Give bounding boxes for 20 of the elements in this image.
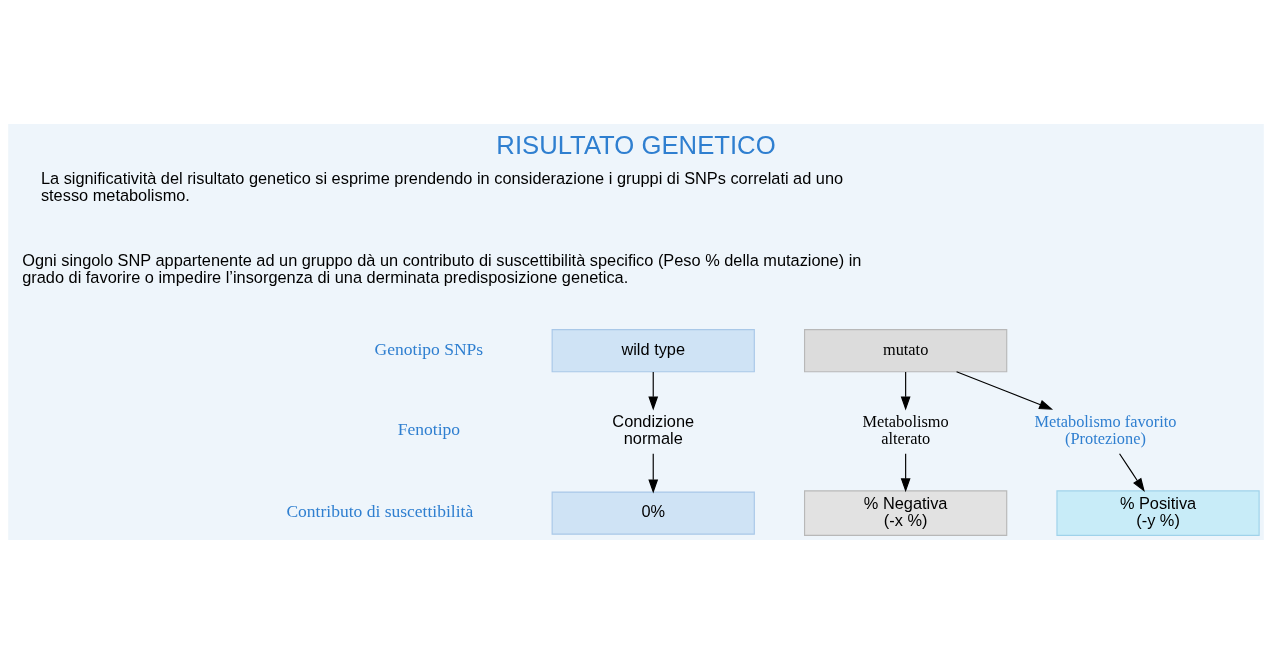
label: Genotipo SNPs [374, 338, 484, 359]
node-text: Metabolismo alterato [862, 411, 949, 449]
node-box: % Negativa (-x %) [803, 490, 1008, 536]
diagram-title: RISULTATO GENETICO [496, 130, 776, 159]
node-text: Metabolismo favorito (Protezione) [1034, 411, 1177, 449]
arrow [900, 453, 911, 493]
label: Fenotipo [397, 419, 461, 440]
arrow [1118, 453, 1145, 493]
node-box: mutato [803, 329, 1008, 373]
label: Contributo di suscettibilità [286, 501, 474, 522]
node-box: wild type [551, 329, 755, 373]
node-box: % Positiva (-y %) [1056, 490, 1260, 536]
node-text: Condizione normale [612, 411, 695, 448]
label: La significatività del risultato genetico si esprime prendendo in considerazione i gruppi di SNPs correlati ad uno stesso metabolismo. [40, 168, 844, 205]
arrow [648, 453, 659, 494]
arrow [900, 371, 911, 411]
node-box: 0% [551, 491, 755, 535]
arrow [648, 371, 659, 411]
label: Ogni singolo SNP appartenente ad un gruppo dà un contributo di suscettibilità specifico (Peso % della mutazione) in grado di favorire o impedire l’insorgenza di una derminata predisposizione genetica. [22, 250, 862, 287]
arrow [956, 371, 1054, 410]
